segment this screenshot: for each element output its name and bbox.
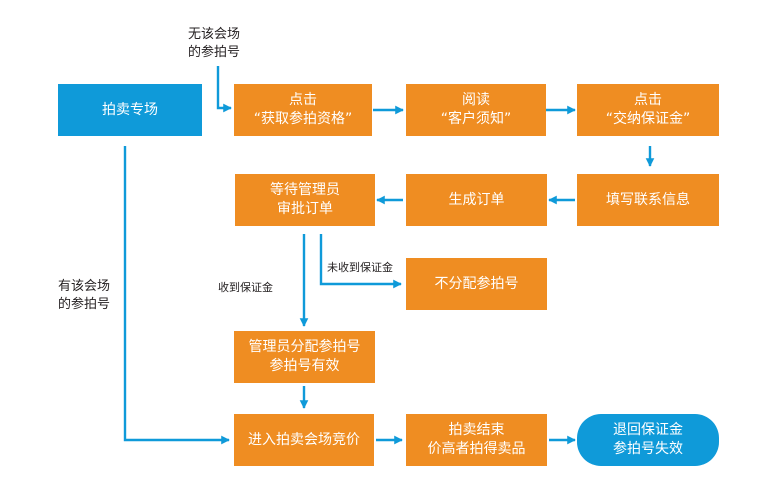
label-no-venue-number: 无该会场 的参拍号 [188, 27, 241, 60]
arrow-deposit-not-received [319, 234, 402, 289]
label-deposit-received: 收到保证金 [218, 281, 273, 294]
node-click-get-qualification: 点击 “获取参拍资格” [234, 84, 372, 136]
node-click-pay-deposit: 点击 “交纳保证金” [577, 84, 719, 136]
node-wait-approval: 等待管理员 审批订单 [235, 174, 375, 226]
label-deposit-not-received: 未收到保证金 [327, 261, 393, 274]
node-auction-zone-label: 拍卖专场 [102, 101, 158, 118]
node-assign-number: 管理员分配参拍号 参拍号有效 [234, 331, 375, 383]
node-generate-order: 生成订单 [406, 174, 547, 226]
node-no-number: 不分配参拍号 [406, 258, 547, 310]
node-auction-zone: 拍卖专场 [58, 84, 202, 136]
arrow-no-number [216, 66, 232, 113]
node-read-notice: 阅读 “客户须知” [406, 84, 546, 136]
node-fill-contact: 填写联系信息 [577, 174, 719, 226]
arrow-has-number [123, 146, 230, 445]
label-has-venue-number: 有该会场 的参拍号 [58, 279, 111, 312]
node-auction-end: 拍卖结束 价高者拍得卖品 [406, 414, 547, 466]
node-refund: 退回保证金 参拍号失效 [577, 414, 719, 466]
node-enter-bidding: 进入拍卖会场竞价 [234, 414, 374, 466]
